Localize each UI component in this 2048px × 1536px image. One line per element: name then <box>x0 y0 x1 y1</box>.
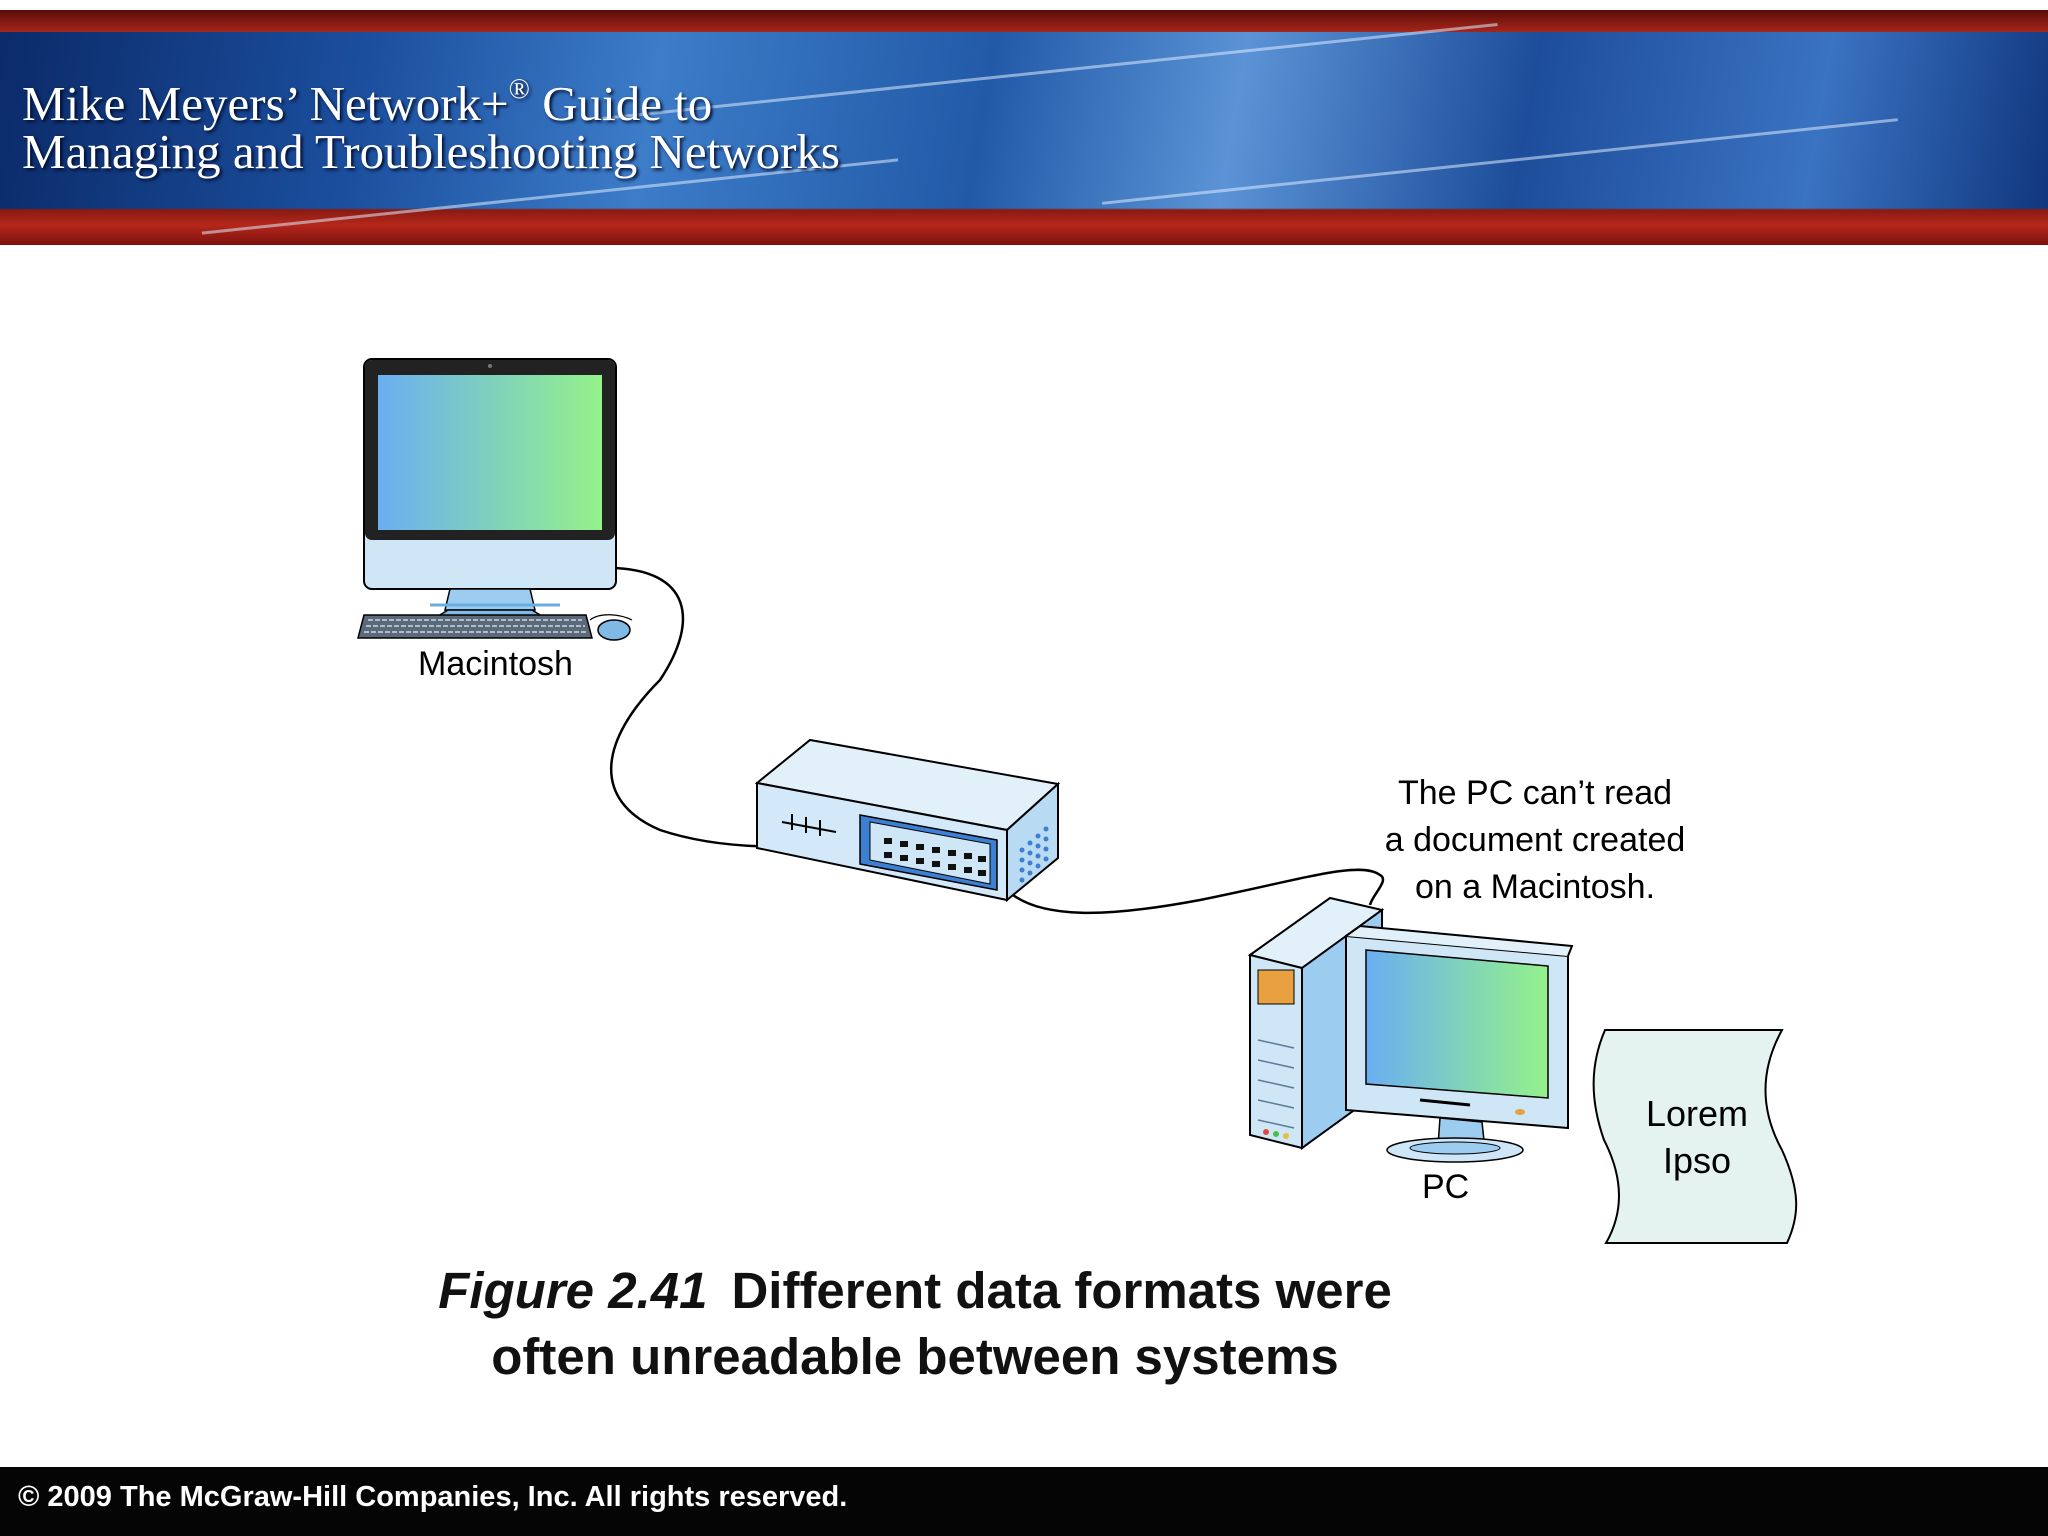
document-line: Lorem <box>1592 1090 1802 1137</box>
pc-label: PC <box>1422 1168 1469 1207</box>
network-switch-icon <box>757 740 1058 900</box>
figure-caption: Figure 2.41 Different data formats were o… <box>300 1258 1530 1390</box>
slide-title-line2: Managing and Troubleshooting Networks <box>22 122 840 182</box>
caption-text-line2: often unreadable between systems <box>300 1324 1530 1390</box>
figure-number: Figure 2.41 <box>438 1262 707 1319</box>
macintosh-computer-icon <box>358 359 632 640</box>
document-line: Ipso <box>1592 1137 1802 1184</box>
note-line: The PC can’t read <box>1340 770 1730 817</box>
footer-bar: © 2009 The McGraw-Hill Companies, Inc. A… <box>0 1467 2048 1536</box>
header-banner: Mike Meyers’ Network+® Guide to Managing… <box>0 10 2048 245</box>
macintosh-label: Macintosh <box>418 645 573 684</box>
caption-text-line1: Different data formats were <box>731 1262 1391 1319</box>
banner-streak <box>1102 118 1898 205</box>
copyright-notice: © 2009 The McGraw-Hill Companies, Inc. A… <box>18 1481 847 1514</box>
note-line: on a Macintosh. <box>1340 864 1730 911</box>
document-text: Lorem Ipso <box>1592 1090 1802 1184</box>
incompatibility-note: The PC can’t read a document created on … <box>1340 770 1730 911</box>
caption-line1: Figure 2.41 Different data formats were <box>300 1258 1530 1324</box>
note-line: a document created <box>1340 817 1730 864</box>
pc-monitor-icon <box>1346 926 1572 1162</box>
banner-streak <box>602 23 1497 120</box>
header-top-band <box>0 10 2048 32</box>
